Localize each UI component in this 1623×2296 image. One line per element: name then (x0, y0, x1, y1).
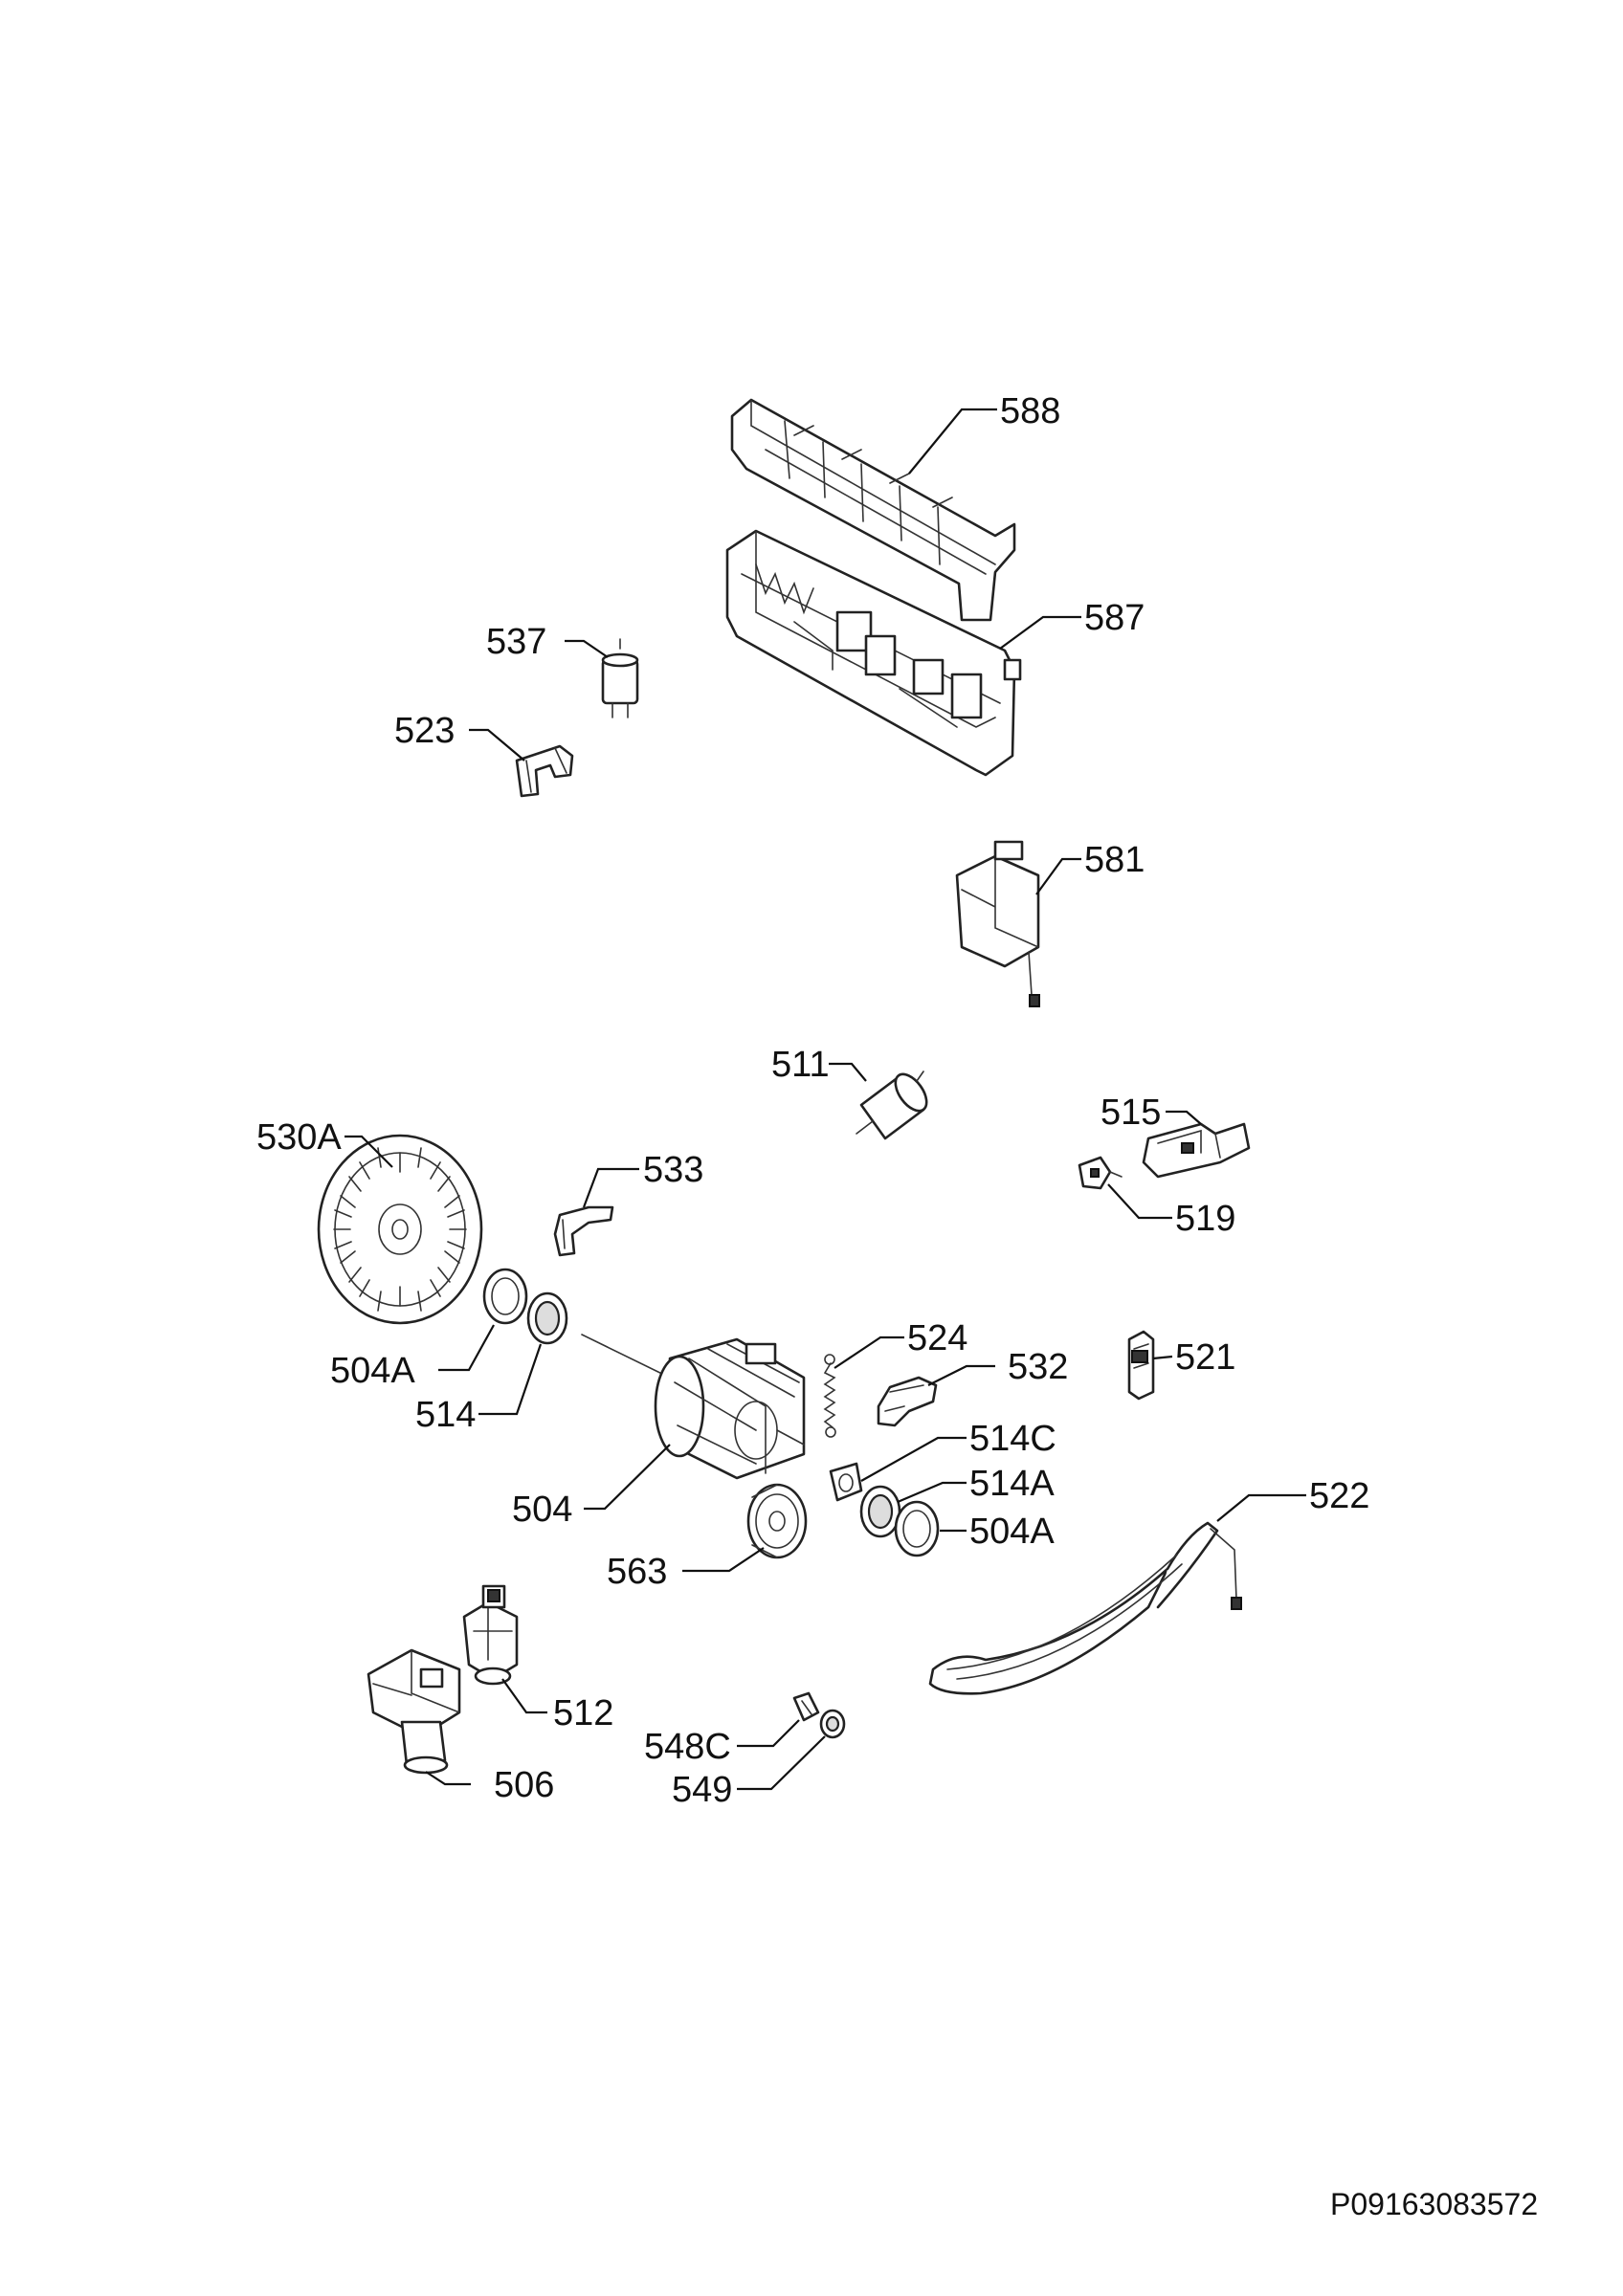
label-504A-right: 504A (969, 1512, 1055, 1552)
label-537: 537 (486, 622, 546, 662)
part-588-cover-drawing (730, 398, 1016, 622)
label-504: 504 (512, 1490, 572, 1530)
part-530A-fanwheel-drawing (317, 1134, 483, 1325)
part-587-pcb-drawing (725, 529, 1022, 777)
part-563-pulley-drawing (746, 1483, 808, 1559)
part-514C-plate-drawing (829, 1462, 863, 1502)
part-533-bracket-drawing (553, 1205, 614, 1257)
leader-lines (345, 408, 1306, 1791)
part-549-washer-drawing (819, 1709, 846, 1739)
label-549: 549 (672, 1770, 732, 1810)
label-548C: 548C (644, 1727, 731, 1767)
label-522: 522 (1309, 1476, 1369, 1516)
label-523: 523 (394, 711, 455, 751)
label-532: 532 (1008, 1347, 1068, 1387)
label-524: 524 (907, 1318, 967, 1358)
label-515: 515 (1101, 1093, 1161, 1133)
part-548C-fitting-drawing (792, 1691, 820, 1722)
label-514A: 514A (969, 1464, 1055, 1504)
label-530A: 530A (256, 1117, 342, 1158)
label-506: 506 (494, 1765, 554, 1805)
part-504A-right-ring-drawing (894, 1500, 940, 1557)
part-504A-left-ring-drawing (482, 1268, 528, 1325)
part-522-element-drawing (928, 1521, 1242, 1695)
part-515-doorlock-drawing (1142, 1122, 1251, 1179)
part-519-sensor-drawing (1078, 1156, 1123, 1190)
label-587: 587 (1084, 598, 1145, 638)
label-512: 512 (553, 1693, 613, 1733)
part-524-spring-drawing (823, 1354, 836, 1438)
part-511-capacitor-drawing (856, 1071, 928, 1140)
label-514: 514 (415, 1395, 476, 1435)
part-514-seal-drawing (526, 1292, 568, 1345)
part-512-pump-drawing (462, 1584, 519, 1686)
part-537-capacitor-drawing (601, 638, 639, 718)
label-533: 533 (643, 1150, 703, 1190)
label-563: 563 (607, 1552, 667, 1592)
part-labels: 588 587 537 523 581 511 515 519 530A 533… (256, 391, 1369, 1810)
part-514A-seal-drawing (859, 1485, 901, 1538)
label-504A-left: 504A (330, 1351, 415, 1391)
label-521: 521 (1175, 1337, 1235, 1378)
label-588: 588 (1000, 391, 1060, 431)
part-521-switch-drawing (1127, 1330, 1155, 1401)
document-id: P09163083572 (1330, 2187, 1538, 2221)
part-506-pump-drawing (367, 1648, 461, 1775)
part-581-module-drawing (955, 840, 1040, 1007)
part-504-motor-drawing (581, 1334, 806, 1480)
label-581: 581 (1084, 840, 1145, 880)
label-519: 519 (1175, 1199, 1235, 1239)
part-532-cover-drawing (877, 1376, 938, 1427)
part-523-clip-drawing (515, 744, 574, 798)
label-511: 511 (771, 1045, 830, 1085)
label-514C: 514C (969, 1419, 1056, 1459)
